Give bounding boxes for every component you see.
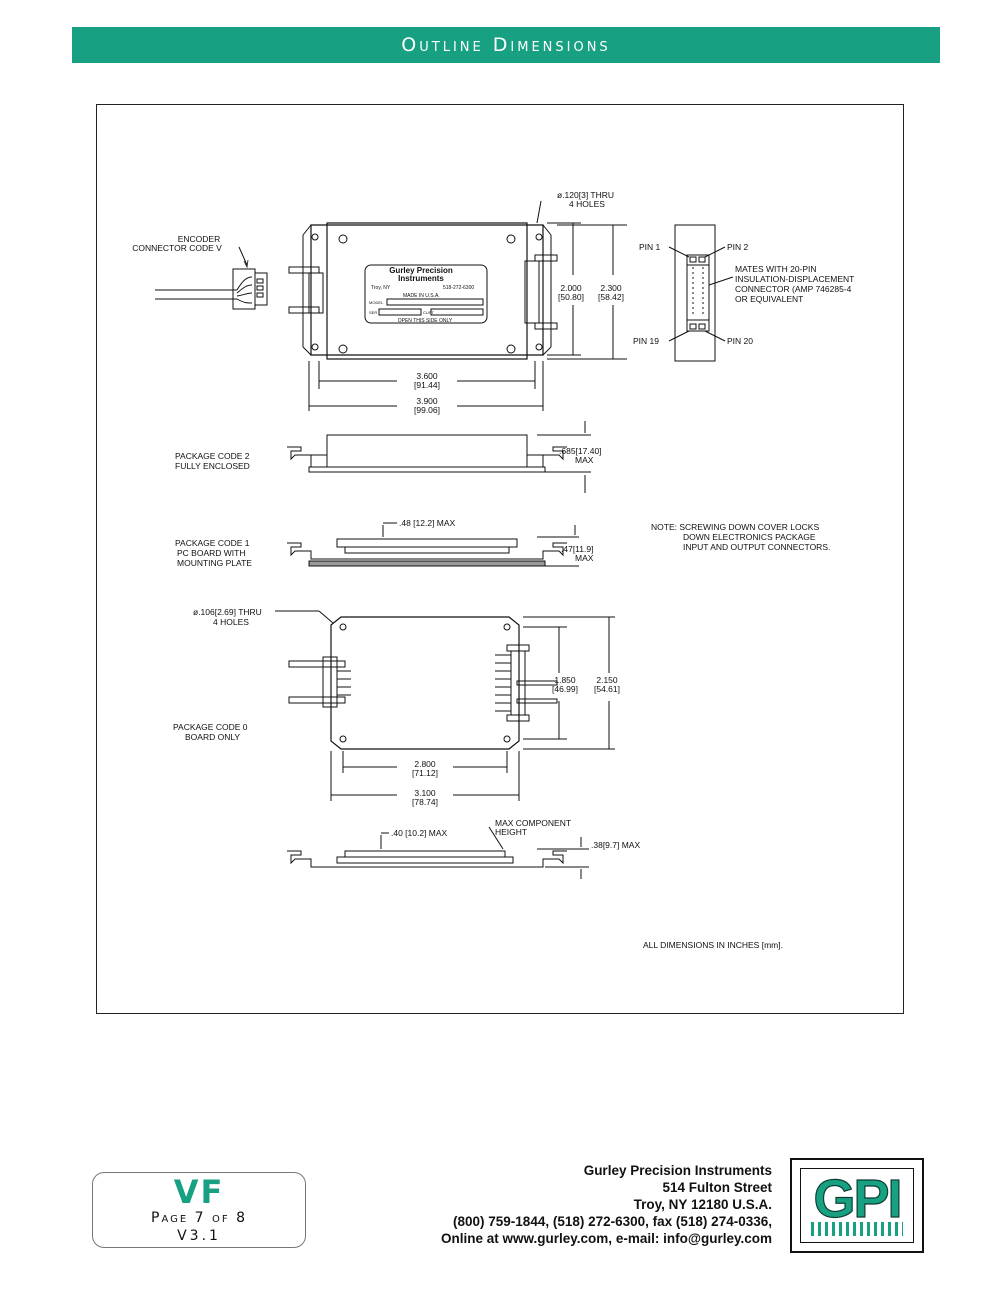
pkg0-h-inner-1: 1.850 — [554, 675, 576, 685]
nameplate-city: Troy, NY — [371, 285, 391, 291]
pkg0-h-outer-1: 2.150 — [596, 675, 618, 685]
pkg0-w-outer-1: 3.100 — [414, 788, 436, 798]
pkg1-label-2: PC BOARD WITH — [177, 548, 245, 558]
model-page-badge: VF Page 7 of 8 V3.1 — [92, 1172, 306, 1248]
package-code-0-side — [287, 850, 567, 868]
dim-top-w-inner-2: [91.44] — [414, 380, 440, 390]
holes-mid-2: 4 HOLES — [213, 617, 249, 627]
pin-19-label: PIN 19 — [633, 336, 659, 346]
dim-top-w-inner-1: 3.600 — [416, 371, 438, 381]
nameplate-made-in: MADE IN U.S.A. — [403, 293, 440, 299]
dim-top-h-inner-1: 2.000 — [560, 283, 582, 293]
address-line-phone: (800) 759-1844, (518) 272-6300, fax (518… — [453, 1214, 772, 1229]
pkg0-h-outer-2: [54.61] — [594, 684, 620, 694]
pkg0-h-inner-2: [46.99] — [552, 684, 578, 694]
package-top-view — [288, 222, 558, 360]
pkg0-label-2: BOARD ONLY — [185, 732, 240, 742]
pkg0-w-inner-1: 2.800 — [414, 759, 436, 769]
address-line-street: 514 Fulton Street — [662, 1180, 772, 1195]
pkg2-dim-2: MAX — [575, 455, 594, 465]
nameplate-open-note: OPEN THIS SIDE ONLY — [398, 318, 453, 324]
pkg2-dim-1: .685[17.40] — [559, 446, 602, 456]
logo-text: GPI — [813, 1169, 903, 1229]
note-3: INPUT AND OUTPUT CONNECTORS. — [683, 542, 830, 552]
address-line-online: Online at www.gurley.com, e-mail: info@g… — [441, 1231, 772, 1246]
dim-top-w-outer-2: [99.06] — [414, 405, 440, 415]
dim-top-h-outer-2: [58.42] — [598, 292, 624, 302]
dim-top-h-inner-2: [50.80] — [558, 292, 584, 302]
version-label: V3.1 — [177, 1228, 221, 1244]
note-1: NOTE: SCREWING DOWN COVER LOCKS — [651, 522, 819, 532]
pin-1-label: PIN 1 — [639, 242, 661, 252]
nameplate-cust-label: CUST — [423, 310, 434, 315]
page-title: Outline Dimensions — [401, 34, 611, 56]
bottom-dim-side: .38[9.7] MAX — [591, 840, 640, 850]
nameplate-phone: 518-272-6300 — [443, 285, 474, 291]
note-2: DOWN ELECTRONICS PACKAGE — [683, 532, 816, 542]
nameplate-model-label: MODEL — [369, 300, 384, 305]
holes-top-2: 4 HOLES — [569, 199, 605, 209]
bottom-dim-top: .40 [10.2] MAX — [391, 828, 448, 838]
outline-drawing-svg: ENCODER CONNECTOR CODE V Gurley Precisio… — [132, 190, 854, 950]
nameplate-company-2: Instruments — [398, 274, 444, 283]
holes-top-1: ø.120[3] THRU — [557, 190, 614, 200]
bottom-comp-label-1: MAX COMPONENT — [495, 818, 571, 828]
dim-top-w-outer-1: 3.900 — [416, 396, 438, 406]
holes-mid-1: ø.106[2.69] THRU — [193, 607, 262, 617]
bottom-comp-label-2: HEIGHT — [495, 827, 527, 837]
nameplate-ser-label: SER — [369, 310, 377, 315]
address-line-city: Troy, NY 12180 U.S.A. — [633, 1197, 772, 1212]
mates-note-2: INSULATION-DISPLACEMENT — [735, 274, 854, 284]
pkg0-w-outer-2: [78.74] — [412, 797, 438, 807]
logo-stripes — [811, 1222, 903, 1236]
encoder-connector — [155, 246, 268, 310]
pkg1-label-3: MOUNTING PLATE — [177, 558, 252, 568]
pin-20-label: PIN 20 — [727, 336, 753, 346]
package-code-0-top — [288, 616, 558, 750]
nameplate-company-1: Gurley Precision — [389, 266, 453, 275]
mates-note-1: MATES WITH 20-PIN — [735, 264, 817, 274]
pkg1-dim-side-2: MAX — [575, 553, 594, 563]
pkg1-dim-side-1: .47[11.9] — [561, 544, 593, 554]
outline-drawing: ENCODER CONNECTOR CODE V Gurley Precisio… — [96, 104, 904, 1014]
pkg1-label-1: PACKAGE CODE 1 — [175, 538, 250, 548]
address-line-company: Gurley Precision Instruments — [583, 1163, 772, 1178]
mates-note-3: CONNECTOR (AMP 746285-4 — [735, 284, 852, 294]
page-indicator: Page 7 of 8 — [151, 1210, 247, 1226]
header-bar: Outline Dimensions — [72, 27, 940, 63]
gpi-logo: GPI — [790, 1158, 924, 1253]
units-note: ALL DIMENSIONS IN INCHES [mm]. — [643, 940, 783, 950]
encoder-label-1: ENCODER — [178, 234, 221, 244]
mates-note-4: OR EQUIVALENT — [735, 294, 803, 304]
pin-2-label: PIN 2 — [727, 242, 749, 252]
company-address: Gurley Precision Instruments 514 Fulton … — [441, 1162, 772, 1247]
dim-top-h-outer-1: 2.300 — [600, 283, 622, 293]
package-code-1-side — [287, 538, 567, 567]
model-name: VF — [173, 1173, 225, 1211]
pkg0-w-inner-2: [71.12] — [412, 768, 438, 778]
pkg2-label-1: PACKAGE CODE 2 — [175, 451, 250, 461]
encoder-label-2: CONNECTOR CODE V — [132, 243, 222, 253]
logo-frame: GPI — [800, 1168, 914, 1243]
pkg0-label-1: PACKAGE CODE 0 — [173, 722, 248, 732]
pkg1-dim-top: .48 [12.2] MAX — [399, 518, 456, 528]
package-code-2-side — [287, 434, 567, 473]
pkg2-label-2: FULLY ENCLOSED — [175, 461, 250, 471]
connector-pin-view — [668, 224, 734, 362]
